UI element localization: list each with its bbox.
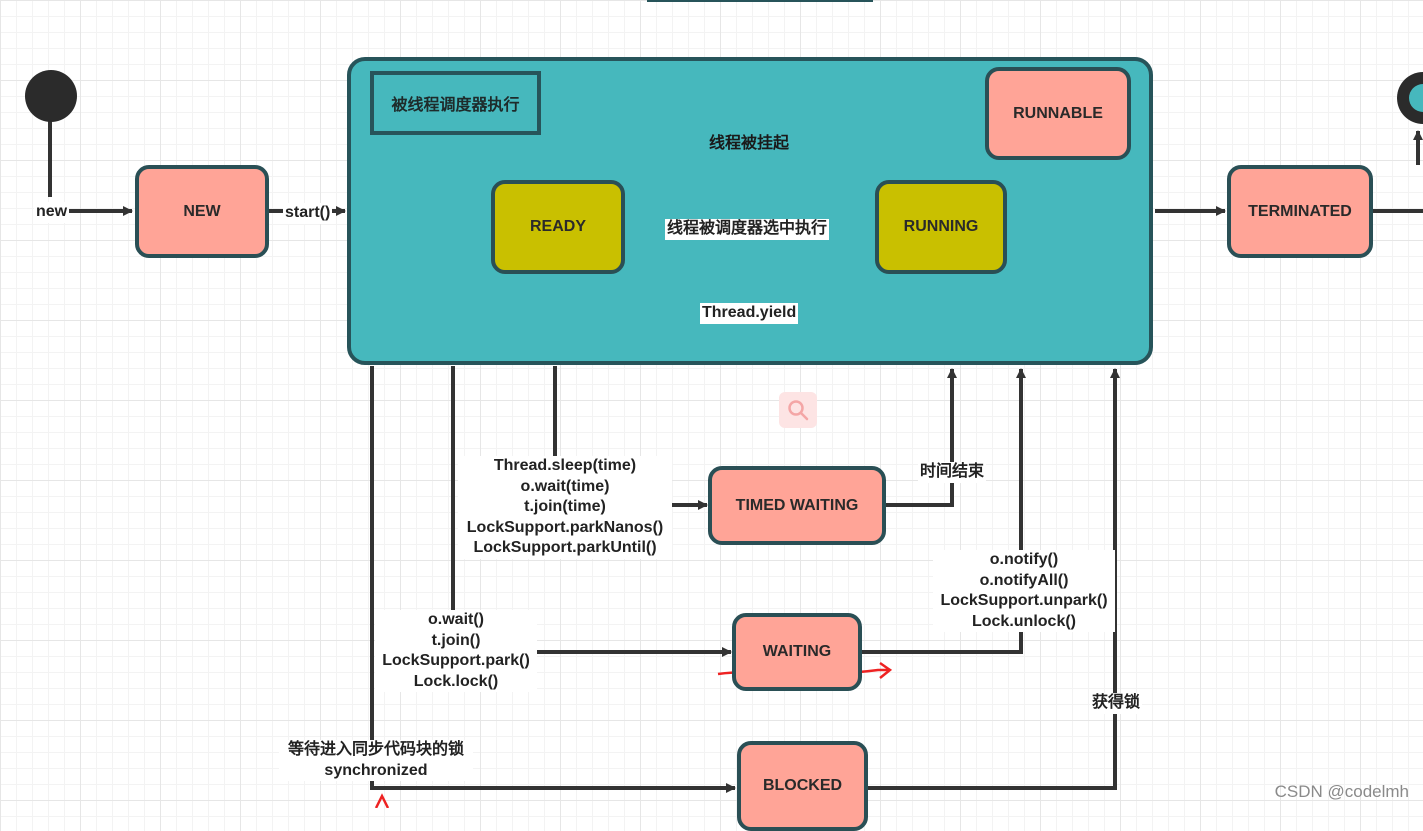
edge-blocked-back [868,368,1120,790]
state-ready: READY [491,180,625,274]
label-start: start() [283,203,333,224]
label-blocked-calls: 等待进入同步代码块的锁 synchronized [279,740,473,781]
state-new: NEW [135,165,269,258]
edge-waiting-back [862,368,1026,654]
state-running: RUNNING [875,180,1007,274]
top-bar [647,0,873,2]
label-new: new [34,202,70,223]
label-waiting-calls: o.wait() t.join() LockSupport.park() Loc… [375,610,537,692]
state-terminated: TERMINATED [1227,165,1373,258]
initial-node [25,70,77,122]
final-node-inner [1409,84,1423,112]
state-timed-waiting: TIMED WAITING [708,466,886,545]
search-glyph-icon [788,400,809,421]
container-label: 被线程调度器执行 [370,71,541,135]
watermark: CSDN @codelmh [1274,781,1409,801]
search-icon[interactable] [779,392,817,428]
label-get-lock: 获得锁 [1090,693,1143,714]
edge-to-blocked [370,366,736,793]
edge-timed-back [886,368,957,507]
state-blocked: BLOCKED [737,741,868,831]
label-suspended: 线程被挂起 [705,134,794,155]
label-time-up: 时间结束 [918,462,987,483]
label-yield: Thread.yield [700,303,799,324]
label-notify-calls: o.notify() o.notifyAll() LockSupport.unp… [933,550,1115,632]
state-runnable: RUNNABLE [985,67,1131,160]
label-scheduled: 线程被调度器选中执行 [665,219,830,240]
label-timed-waiting-calls: Thread.sleep(time) o.wait(time) t.join(t… [458,456,672,559]
state-waiting: WAITING [732,613,862,691]
